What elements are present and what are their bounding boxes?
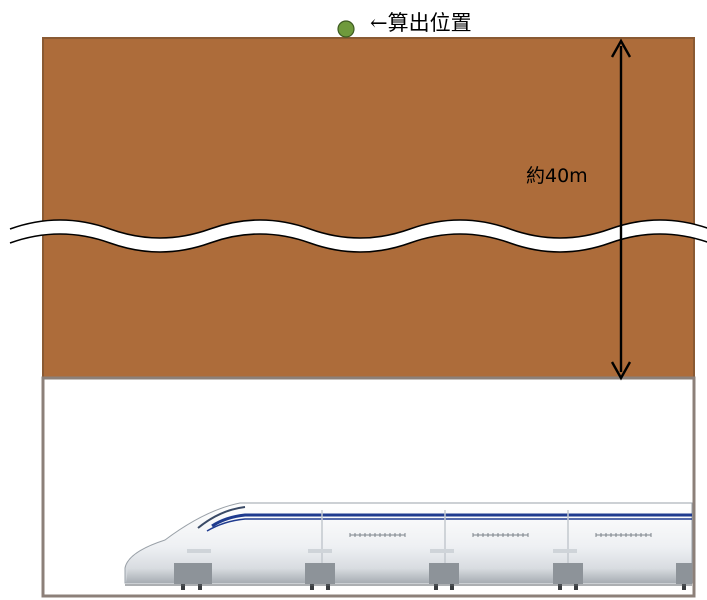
- wavy-break-line: [7, 220, 707, 252]
- depth-arrow: [610, 38, 632, 381]
- wavy-break-edge-top: [9, 219, 707, 239]
- calculation-point-marker: [337, 20, 355, 38]
- wavy-break-edge-bottom: [9, 233, 707, 253]
- depth-label: 約40m: [526, 165, 588, 187]
- ground-layer: [42, 37, 695, 379]
- shinkansen-train-icon: [124, 502, 693, 590]
- calculation-position-label: ←算出位置: [370, 11, 472, 35]
